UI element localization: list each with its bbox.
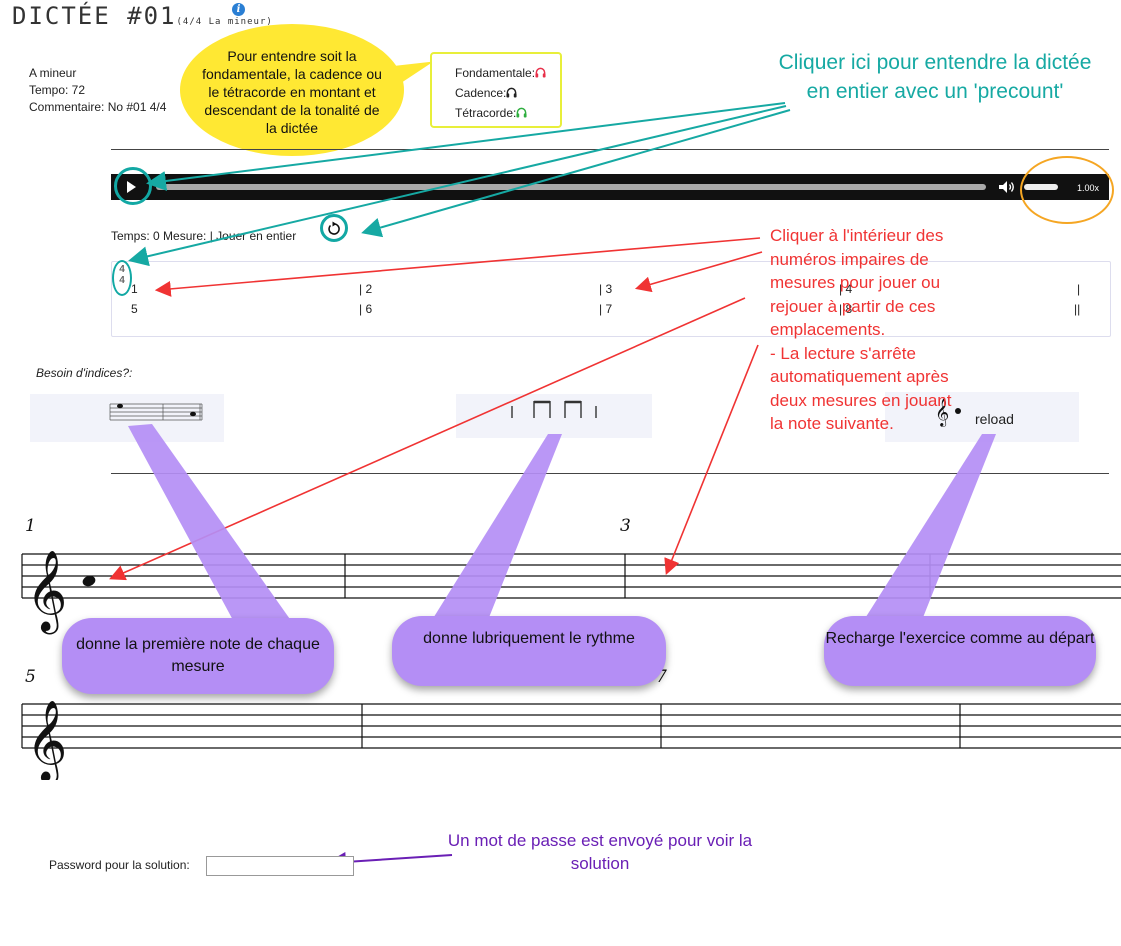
red-line: Cliquer à l'intérieur des	[770, 226, 944, 245]
divider	[111, 149, 1109, 150]
treble-clef-icon: 𝄞	[26, 699, 67, 780]
comment-label: Commentaire: No #01 4/4	[29, 100, 167, 114]
note-a	[82, 575, 96, 587]
first-note-hint[interactable]	[30, 394, 224, 442]
hints-label: Besoin d'indices?:	[36, 366, 133, 380]
fondamentale-label: Fondamentale:	[455, 66, 536, 80]
password-input[interactable]	[206, 856, 354, 876]
staff-system-2	[21, 703, 1121, 749]
play-highlight-ring	[114, 167, 152, 205]
measure-number-3[interactable]: | 3	[599, 282, 613, 296]
headphones-icon[interactable]	[506, 87, 517, 98]
yellow-callout-text: Pour entendre soit la fondamentale, la c…	[202, 48, 382, 136]
headphones-icon[interactable]	[516, 107, 527, 118]
measure-number-6[interactable]: | 6	[359, 302, 373, 316]
reload-callout: Recharge l'exercice comme au départ	[824, 616, 1096, 686]
measure-number-2[interactable]: | 2	[359, 282, 373, 296]
replay-icon[interactable]	[320, 214, 348, 242]
rhythm-hint-notes	[511, 400, 597, 418]
time-signature-bottom: 4	[119, 275, 125, 286]
measure-number-4[interactable]: | 4	[839, 282, 853, 296]
password-label: Password pour la solution:	[49, 858, 190, 872]
measure-click-annotation: Cliquer à l'intérieur des numéros impair…	[770, 224, 1010, 436]
red-line: rejouer à partir de ces	[770, 296, 936, 316]
rhythm-hint[interactable]	[456, 394, 652, 438]
bar-number-7: 7	[656, 667, 667, 687]
fondamentale-button[interactable]: Fondamentale:	[455, 66, 546, 80]
reload-link[interactable]: reload	[975, 411, 1014, 427]
title-subtitle: (4/4 La mineur)	[176, 17, 273, 27]
measure-number-1[interactable]: 1	[131, 282, 138, 296]
bar-number-5: 5	[25, 667, 36, 687]
tempo-label: Tempo: 72	[29, 83, 86, 97]
progress-bar[interactable]	[156, 184, 986, 190]
status-line: Temps: 0 Mesure: | Jouer en entier	[111, 229, 297, 243]
title-text: DICTÉE #01	[12, 2, 177, 30]
precount-annotation: Cliquer ici pour entendre la dictée en e…	[778, 51, 1092, 103]
red-line: deux mesures en jouant	[770, 390, 952, 410]
treble-clef-icon: 𝄞	[935, 398, 950, 426]
key-label: A mineur	[29, 66, 77, 80]
staff-system-1	[21, 553, 1121, 599]
bar-number-3: 3	[620, 516, 631, 536]
time-signature-top: 4	[119, 264, 125, 275]
reload-hint[interactable]: 𝄞 reload	[885, 392, 1079, 442]
treble-clef-icon: 𝄞	[26, 549, 67, 634]
red-line: numéros impaires de	[770, 249, 929, 269]
page-title: DICTÉE #01(4/4 La mineur)	[12, 2, 273, 30]
first-note-callout: donne la première note de chaque mesure	[62, 618, 334, 694]
first-note-hint-staff	[109, 403, 203, 421]
info-icon[interactable]: i	[232, 3, 245, 16]
measure-number-5[interactable]: 5	[131, 302, 138, 316]
red-line: automatiquement après	[770, 367, 949, 386]
tetracorde-label: Tétracorde:	[455, 106, 517, 120]
dot-icon	[955, 408, 961, 414]
divider	[111, 473, 1109, 474]
speed-highlight-ring	[1020, 156, 1114, 224]
red-line: - La lecture s'arrête	[770, 343, 916, 363]
red-line: mesures pour jouer ou	[770, 273, 941, 292]
red-line: la note suivante.	[770, 414, 894, 433]
cadence-label: Cadence:	[455, 86, 507, 100]
measure-number-8[interactable]: | 8	[839, 302, 853, 316]
measure-bar-end-2: ||	[1074, 302, 1081, 316]
bar-number-1: 1	[25, 516, 36, 536]
measure-bar-end-1: |	[1077, 282, 1081, 296]
arrow-to-replay	[361, 109, 791, 238]
tetracorde-button[interactable]: Tétracorde:	[455, 106, 527, 120]
measure-number-7[interactable]: | 7	[599, 302, 613, 316]
headphones-icon[interactable]	[535, 67, 546, 78]
red-line: emplacements.	[770, 320, 886, 339]
rhythm-callout: donne lubriquement le rythme	[392, 616, 666, 686]
cadence-button[interactable]: Cadence:	[455, 86, 517, 100]
volume-icon[interactable]	[998, 180, 1016, 194]
password-annotation: Un mot de passe est envoyé pour voir la …	[447, 831, 753, 873]
